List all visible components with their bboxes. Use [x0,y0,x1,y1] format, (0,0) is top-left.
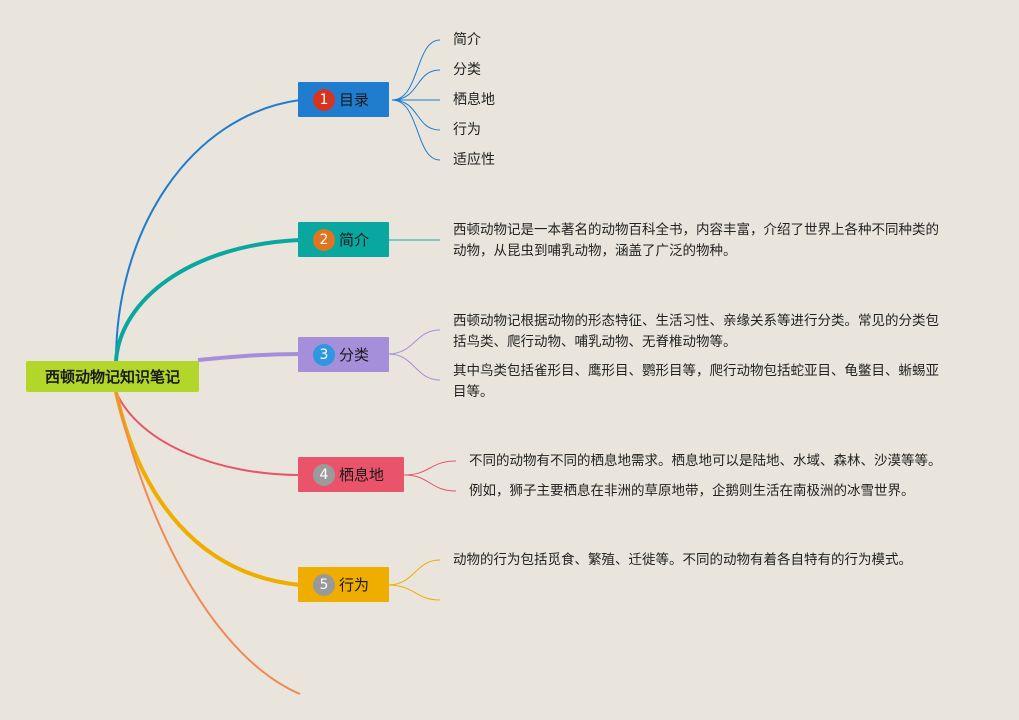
number-badge-4: 4 [313,463,335,486]
leaf-intro-text[interactable]: 西顿动物记是一本著名的动物百科全书，内容丰富，介绍了世界上各种不同种类的动物，从… [453,222,939,259]
branch-topic-intro[interactable]: 2 简介 [298,222,389,257]
branch-topic-habitat[interactable]: 4 栖息地 [298,457,404,492]
connector-branch-1-leaves [391,39,441,161]
leaf-habitat-text-2[interactable]: 例如，狮子主要栖息在非洲的草原地带，企鹅则生活在南极洲的冰雪世界。 [469,483,915,499]
connector-root-branch-4 [115,391,301,476]
leaf-contents-adaptability[interactable]: 适应性 [453,152,495,168]
connector-branch-4-leaves [403,460,457,492]
branch-label: 目录 [339,91,370,109]
connector-root-branch-3 [197,352,301,362]
connector-root-branch-6 [115,391,301,695]
number-badge-1: 1 [313,88,335,111]
branch-label: 行为 [339,576,370,594]
connector-root-branch-2 [114,238,301,362]
connector-branch-5-leaves [387,559,441,601]
connector-root-branch-1 [115,99,301,362]
leaf-classification-text-1[interactable]: 西顿动物记根据动物的形态特征、生活习性、亲缘关系等进行分类。常见的分类包括鸟类、… [453,313,939,350]
connector-branch-3-leaves [387,329,441,381]
root-topic[interactable]: 西顿动物记知识笔记 [26,361,199,392]
branch-topic-classification[interactable]: 3 分类 [298,337,389,372]
number-badge-3: 3 [313,343,335,366]
root-topic-label: 西顿动物记知识笔记 [44,368,180,386]
branch-topic-contents[interactable]: 1 目录 [298,82,389,117]
branch-label: 分类 [339,346,370,364]
leaf-classification-text-2[interactable]: 其中鸟类包括雀形目、鹰形目、鹦形目等，爬行动物包括蛇亚目、龟鳖目、蜥蜴亚目等。 [453,363,939,400]
leaf-behavior-text[interactable]: 动物的行为包括觅食、繁殖、迁徙等。不同的动物有着各自特有的行为模式。 [453,552,912,568]
branch-topic-behavior[interactable]: 5 行为 [298,567,389,602]
leaf-habitat-text-1[interactable]: 不同的动物有不同的栖息地需求。栖息地可以是陆地、水域、森林、沙漠等等。 [469,453,942,469]
number-badge-2: 2 [313,228,335,251]
leaf-contents-intro[interactable]: 简介 [453,32,481,48]
number-badge-5: 5 [313,573,335,596]
leaf-contents-habitat[interactable]: 栖息地 [453,92,495,108]
branch-label: 栖息地 [339,466,385,484]
branch-label: 简介 [339,231,370,249]
leaf-contents-behavior[interactable]: 行为 [453,122,481,138]
leaf-contents-classification[interactable]: 分类 [453,62,481,78]
